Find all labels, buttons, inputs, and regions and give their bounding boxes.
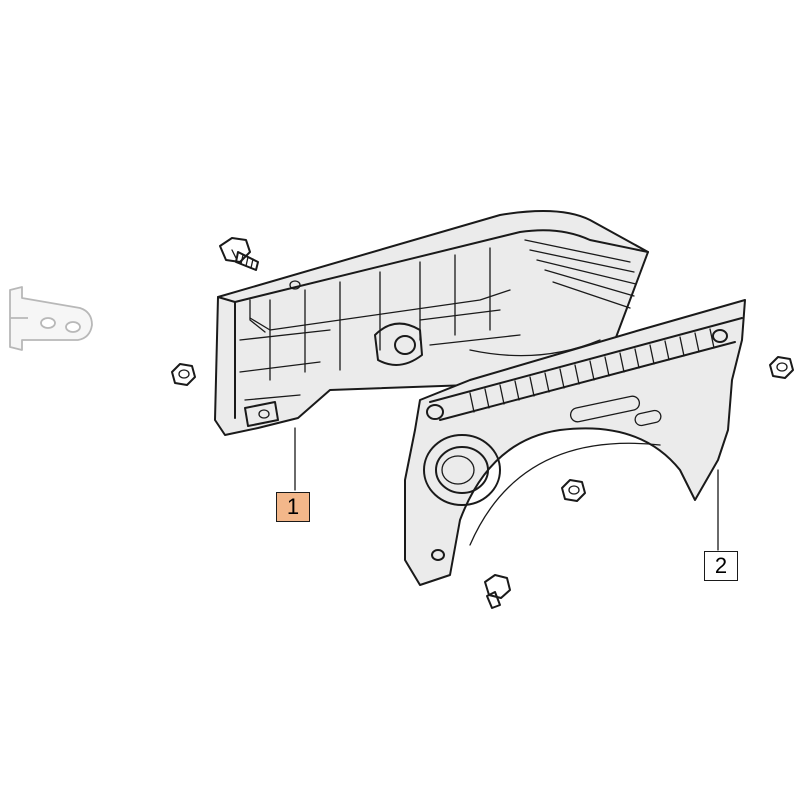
callout-label-1: 1 bbox=[276, 492, 310, 522]
nut-right bbox=[769, 356, 794, 379]
part-1-guard-housing bbox=[214, 210, 649, 436]
nut-left bbox=[171, 363, 196, 386]
bolt-upper-left bbox=[219, 237, 259, 271]
bolt-lower bbox=[484, 574, 511, 609]
faded-bracket-part bbox=[9, 286, 93, 351]
part-2-guard-plate bbox=[404, 299, 746, 586]
nut-middle bbox=[561, 479, 586, 502]
callout-label-2: 2 bbox=[704, 551, 738, 581]
